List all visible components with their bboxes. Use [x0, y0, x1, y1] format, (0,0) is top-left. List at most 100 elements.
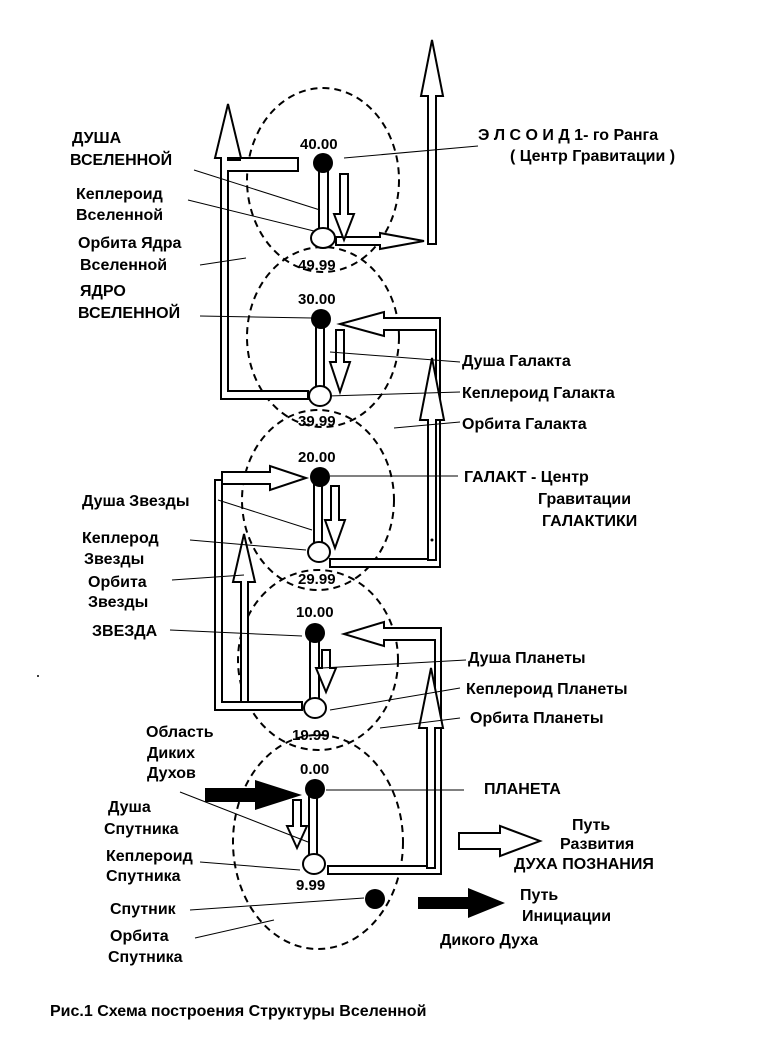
label-kepleroid-star: Звезды [84, 551, 144, 568]
value-label: 20.00 [298, 449, 336, 466]
up-arrow-elsoid [419, 39, 445, 245]
bar-galakt [313, 481, 323, 547]
figure-caption: Рис.1 Схема построения Структуры Вселенн… [50, 1003, 426, 1020]
node-kepleroid-star [303, 697, 327, 719]
label-core-orbit: Орбита Ядра [78, 235, 182, 252]
label-soul-galakt: Душа Галакта [462, 353, 571, 370]
label-kepleroid-planet: Кеплероид Планеты [466, 681, 628, 698]
label-soul-planet: Душа Планеты [468, 650, 586, 667]
label-orbit-galakt: Орбита Галакта [462, 416, 587, 433]
bar-universe [318, 164, 329, 233]
down-arrow-universe [332, 173, 356, 243]
label-soul-satellite: Душа [108, 799, 151, 816]
value-label: 49.99 [298, 257, 336, 274]
label-path-development: ДУХА ПОЗНАНИЯ [514, 856, 654, 873]
bar-core [315, 322, 325, 390]
up-arrow-galakt [418, 357, 446, 561]
label-elsoid: Э Л С О И Д 1- го Ранга [478, 127, 658, 144]
label-kepleroid-satellite: Кеплероид [106, 848, 193, 865]
label-orbit-star: Орбита [88, 574, 147, 591]
label-satellite: Спутник [110, 901, 177, 918]
left-labels: ДУША ВСЕЛЕННОЙ Кеплероид Вселенной Орбит… [70, 130, 214, 966]
node-soul-planet [305, 779, 325, 799]
node-soul-galakt [310, 467, 330, 487]
node-satellite [365, 889, 385, 909]
loop-arrow-planet-to-star [327, 620, 442, 875]
node-soul-universe [313, 153, 333, 173]
wild-spirits-arrow [205, 780, 302, 810]
label-kepleroid-universe: Кеплероид [76, 186, 163, 203]
label-star: ЗВЕЗДА [92, 623, 158, 640]
bar-planet [308, 792, 318, 856]
orbit-ellipse-universe [246, 87, 400, 273]
orbit-ellipses [232, 87, 404, 950]
node-kepleroid-galakt [307, 541, 331, 563]
path-development-arrow [458, 824, 543, 858]
node-kepleroid-universe [310, 227, 336, 249]
value-label: 0.00 [300, 761, 329, 778]
label-kepleroid-galakt: Кеплероид Галакта [462, 385, 615, 402]
label-orbit-planet: Орбита Планеты [470, 710, 604, 727]
solid-arrows [205, 780, 505, 918]
label-orbit-satellite: Спутника [108, 949, 183, 966]
label-kepleroid-satellite: Спутника [106, 868, 181, 885]
stray-dot [37, 675, 39, 677]
right-arrow-universe [335, 231, 425, 251]
hollow-arrows [213, 39, 543, 875]
label-gravity-center: ( Центр Гравитации ) [510, 148, 675, 165]
orbit-ellipse-planet [232, 734, 404, 950]
path-initiation-arrow [418, 888, 505, 918]
down-arrow-galakt [323, 485, 347, 551]
orbit-ellipse-galakt [241, 409, 395, 591]
value-label: 9.99 [296, 877, 325, 894]
loop-arrow-core-to-soul [213, 103, 309, 400]
value-label: 30.00 [298, 291, 336, 308]
loop-arrow-star-to-galakt [214, 479, 303, 711]
loop-arrow-galakt-to-core [329, 310, 441, 568]
label-path-development: Путь [572, 817, 610, 834]
up-arrow-planet [417, 667, 445, 869]
label-soul-universe: ДУША [72, 130, 122, 147]
value-label: 10.00 [296, 604, 334, 621]
value-label: 29.99 [298, 571, 336, 588]
label-galakt: Гравитации [538, 491, 631, 508]
label-wild-spirits: Диких [147, 745, 195, 762]
label-galakt: ГАЛАКТ - Центр [464, 469, 589, 486]
orbit-ellipse-star [237, 569, 399, 751]
label-core: ВСЕЛЕННОЙ [78, 303, 180, 322]
node-soul-core [311, 309, 331, 329]
value-label: 19.99 [292, 727, 330, 744]
label-path-initiation: Дикого Духа [440, 932, 538, 949]
stray-dot [430, 538, 434, 542]
up-arrow-star-loop [231, 533, 257, 703]
label-orbit-satellite: Орбита [110, 928, 169, 945]
label-planet: ПЛАНЕТА [484, 781, 561, 798]
right-arrow-to-galakt-soul [221, 464, 310, 492]
value-label: 40.00 [300, 136, 338, 153]
label-path-initiation: Путь [520, 887, 558, 904]
label-path-initiation: Инициации [522, 908, 611, 925]
down-arrow-star [314, 649, 338, 695]
label-wild-spirits: Духов [147, 765, 196, 782]
label-soul-universe: ВСЕЛЕННОЙ [70, 150, 172, 169]
label-soul-satellite: Спутника [104, 821, 179, 838]
orbit-ellipse-core [246, 246, 400, 428]
right-labels: Э Л С О И Д 1- го Ранга ( Центр Гравитац… [440, 127, 675, 949]
label-kepleroid-universe: Вселенной [76, 207, 163, 224]
label-wild-spirits: Область [146, 724, 214, 741]
down-arrow-core [328, 329, 352, 396]
value-labels: 40.00 49.99 30.00 39.99 20.00 29.99 10.0… [292, 136, 338, 894]
value-label: 39.99 [298, 413, 336, 430]
label-core: ЯДРО [80, 283, 126, 300]
label-core-orbit: Вселенной [80, 257, 167, 274]
label-kepleroid-star: Кеплерод [82, 530, 159, 547]
inner-bars [285, 164, 356, 856]
label-galakt: ГАЛАКТИКИ [542, 513, 637, 530]
nodes [37, 153, 434, 909]
label-soul-star: Душа Звезды [82, 493, 190, 510]
label-orbit-star: Звезды [88, 594, 148, 611]
node-soul-star [305, 623, 325, 643]
node-kepleroid-planet [302, 853, 326, 875]
leader-lines [169, 145, 479, 939]
